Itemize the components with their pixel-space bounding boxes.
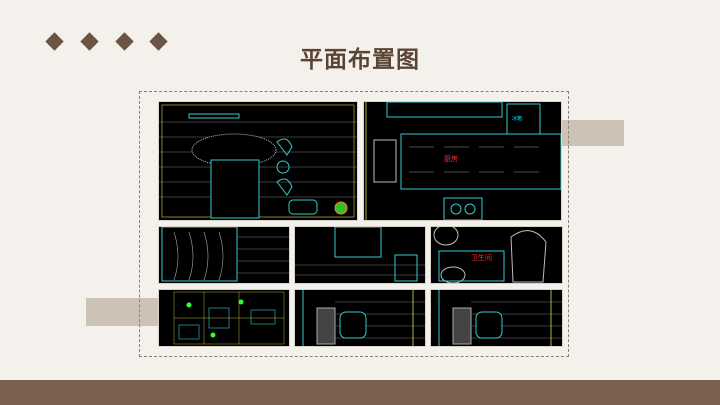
overall-plan-image <box>158 289 290 347</box>
kitchen-plan-image: 厨房 冰箱 <box>363 101 562 221</box>
room-plan-b-image <box>430 289 563 347</box>
decor-block-right <box>560 120 624 146</box>
kitchen-label: 厨房 <box>444 155 458 163</box>
room-plan-a-image <box>294 289 426 347</box>
bedroom-plan-image <box>158 101 358 221</box>
page-title: 平面布置图 <box>300 47 420 73</box>
fridge-label: 冰箱 <box>512 116 523 122</box>
bathroom-label: 卫生间 <box>471 254 492 262</box>
study-plan-image <box>294 226 426 284</box>
image-frame <box>139 91 569 357</box>
decor-block-left <box>86 298 158 326</box>
bathroom-plan-image: 卫生间 <box>430 226 563 284</box>
bedroom-2-plan-image <box>158 226 290 284</box>
bottom-bar <box>0 380 720 405</box>
